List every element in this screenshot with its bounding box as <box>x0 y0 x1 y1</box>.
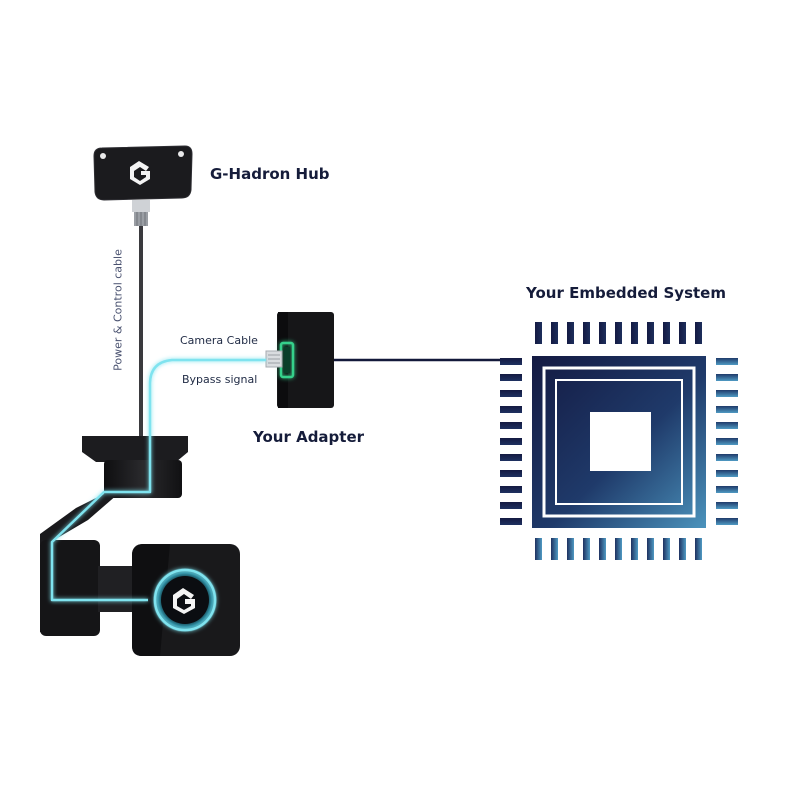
bypass-signal-label: Bypass signal <box>182 373 258 386</box>
hub-label: G-Hadron Hub <box>210 165 330 183</box>
embedded-system-label: Your Embedded System <box>526 284 726 302</box>
adapter-label: Your Adapter <box>253 428 365 446</box>
hub-connector <box>132 200 150 226</box>
g-logo-icon <box>173 588 195 614</box>
power-control-cable-label: Power & Control cable <box>111 249 125 371</box>
chip-icon <box>500 322 738 560</box>
g-logo-icon <box>130 161 150 185</box>
g-hadron-hub <box>93 145 193 226</box>
gimbal-camera <box>40 436 240 656</box>
your-adapter <box>277 312 334 408</box>
camera-cable-plug <box>265 350 283 368</box>
camera-cable-label: Camera Cable <box>180 334 258 347</box>
camera-cable <box>50 358 266 602</box>
